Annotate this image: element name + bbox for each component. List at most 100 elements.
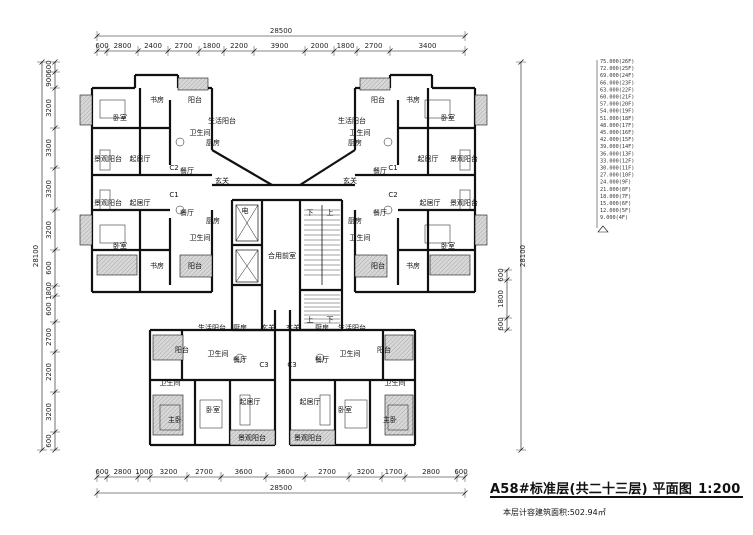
- elevation-label: 60.000(21F): [600, 95, 634, 101]
- wall: [211, 149, 273, 186]
- elevation-label: 9.000(4F): [600, 215, 628, 221]
- room-label: C2: [169, 164, 178, 172]
- dim-label: 3400: [419, 42, 437, 50]
- room-label: 卧室: [441, 241, 455, 250]
- elevation-label: 69.000(24F): [600, 73, 634, 79]
- title-text: A58#标准层(共二十三层) 平面图: [490, 482, 693, 497]
- bed: [99, 224, 126, 244]
- room-label: C3: [287, 361, 296, 369]
- bed: [199, 399, 223, 429]
- elevator-x: [235, 204, 259, 242]
- room-label: 卫生间: [190, 233, 211, 242]
- sofa: [239, 394, 251, 426]
- room-label: 餐厅: [180, 208, 194, 217]
- room-label: 卫生间: [350, 128, 371, 137]
- area-note: 本层计容建筑面积:502.94㎡: [503, 507, 606, 518]
- balcony-hatch: [384, 394, 414, 436]
- balcony-hatch: [177, 77, 209, 91]
- elevation-label: 21.000(8F): [600, 187, 631, 193]
- bed: [424, 99, 451, 119]
- dim-label: 28100: [32, 245, 40, 267]
- bed: [387, 404, 409, 431]
- balcony-hatch: [96, 254, 138, 276]
- dim-label: 3900: [271, 42, 289, 50]
- elevation-label: 39.000(14F): [600, 144, 634, 150]
- elevation-label: 27.000(10F): [600, 173, 634, 179]
- dim-label: 3200: [160, 468, 178, 476]
- dim-label: 900: [45, 73, 53, 86]
- balcony-hatch: [429, 254, 471, 276]
- elevation-label: 72.000(25F): [600, 66, 634, 72]
- room-label: 景观阳台: [450, 198, 478, 207]
- room-label: 书房: [150, 95, 164, 104]
- balcony-hatch: [474, 94, 488, 126]
- balcony-hatch: [229, 429, 276, 446]
- dim-label: 1700: [385, 468, 403, 476]
- dim-label: 2800: [422, 468, 440, 476]
- elevation-label: 24.000(9F): [600, 180, 631, 186]
- room-label: 餐厅: [373, 208, 387, 217]
- dim-label: 2700: [365, 42, 383, 50]
- dim-label: 2400: [144, 42, 162, 50]
- sofa: [99, 149, 111, 171]
- dim-label: 3200: [357, 468, 375, 476]
- room-label: 起居厅: [130, 199, 151, 207]
- dim-left-total: 28100: [32, 59, 47, 453]
- dim-label: 2200: [230, 42, 248, 50]
- dim-label: 2700: [45, 328, 53, 346]
- room-label: 玄关: [261, 323, 275, 332]
- room-label: 生活阳台: [198, 323, 226, 332]
- elevation-label: 30.000(11F): [600, 166, 634, 172]
- room-label: 下: [327, 316, 334, 324]
- room-label: 下: [307, 209, 314, 217]
- dim-label: 600: [95, 42, 108, 50]
- dining-table: [383, 205, 393, 215]
- wall: [299, 149, 356, 186]
- area-label: 本层计容建筑面积:: [503, 508, 570, 517]
- dim-label: 1800: [45, 282, 53, 300]
- dim-right-total: 28100: [516, 59, 527, 453]
- room-label: 生活阳台: [208, 116, 236, 125]
- room-label: 厨房: [348, 138, 362, 147]
- elevation-label: 66.000(23F): [600, 80, 634, 86]
- room-label: 卧室: [113, 113, 127, 122]
- balcony-hatch: [354, 254, 388, 278]
- room-label: 厨房: [315, 323, 329, 332]
- dim-label: 600: [95, 468, 108, 476]
- elevation-label: 18.000(7F): [600, 194, 631, 200]
- room-label: 起居厅: [418, 155, 439, 163]
- title-underline: [490, 496, 743, 498]
- dim-label: 28500: [270, 27, 292, 35]
- dim-label: 600: [497, 268, 505, 281]
- dim-label: 2000: [311, 42, 329, 50]
- bed: [424, 224, 451, 244]
- sofa: [459, 189, 471, 211]
- dining-table: [315, 353, 325, 363]
- balcony-hatch: [79, 214, 93, 246]
- room-label: C3: [259, 361, 268, 369]
- dim-label: 600: [497, 317, 505, 330]
- room-label: 餐厅: [373, 166, 387, 175]
- room-label: 玄关: [215, 176, 229, 185]
- room-label: 卧室: [206, 405, 220, 414]
- dining-table: [383, 137, 393, 147]
- room-label: 餐厅: [180, 166, 194, 175]
- room-label: 主卧: [168, 415, 182, 424]
- room-label: 上: [307, 315, 314, 324]
- elevation-label: 54.000(19F): [600, 109, 634, 115]
- balcony-hatch: [79, 94, 93, 126]
- sofa: [99, 189, 111, 211]
- room-label: 主卧: [383, 415, 397, 424]
- elevation-label: 42.000(15F): [600, 137, 634, 143]
- furniture: [99, 99, 471, 431]
- elevator-x: [235, 249, 259, 283]
- bed: [99, 99, 126, 119]
- room-label: 景观阳台: [238, 433, 266, 442]
- elevation-label: 12.000(5F): [600, 208, 631, 214]
- balcony-hatch: [474, 214, 488, 246]
- room-label: 景观阳台: [94, 198, 122, 207]
- room-label: C1: [388, 164, 397, 172]
